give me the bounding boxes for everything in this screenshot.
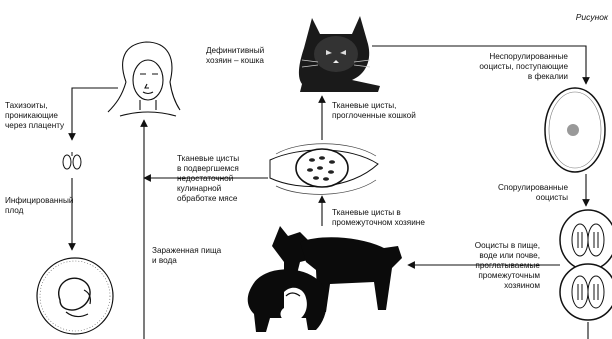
oocysts-ingested-label: Ооцисты в пище, воде или почве, проглаты… [444, 241, 540, 291]
unsporulated-oocysts-label: Неспорулированные ооцисты, поступающие в… [470, 52, 568, 82]
sporulated-oocyst-illustration [560, 210, 612, 320]
tachyzoites-label: Тахизоиты, проникающие через плаценту [5, 101, 64, 131]
woman-illustration [108, 42, 180, 116]
cat-illustration [299, 16, 380, 92]
undercooked-meat-label: Тканевые цисты в подвергшемся недостаточ… [177, 154, 239, 204]
tissue-cysts-by-cat-label: Тканевые цисты, проглоченные кошкой [332, 101, 416, 121]
figure-label: Рисунок [576, 12, 608, 22]
infected-fetus-label: Инфицированный плод [5, 196, 73, 216]
sporulated-oocysts-label: Спорулированные ооцисты [470, 183, 568, 203]
placenta-icon [63, 152, 81, 169]
fetus-illustration [37, 258, 113, 334]
definitive-host-label: Дефинитивный хозяин – кошка [206, 46, 264, 66]
contaminated-food-label: Зараженная пища и вода [152, 246, 221, 266]
unsporulated-oocyst-illustration [545, 88, 605, 172]
tissue-cyst-illustration [270, 144, 378, 195]
intermediate-host-cysts-label: Тканевые цисты в промежуточном хозяине [332, 208, 425, 228]
intermediate-hosts-illustration [248, 226, 402, 332]
